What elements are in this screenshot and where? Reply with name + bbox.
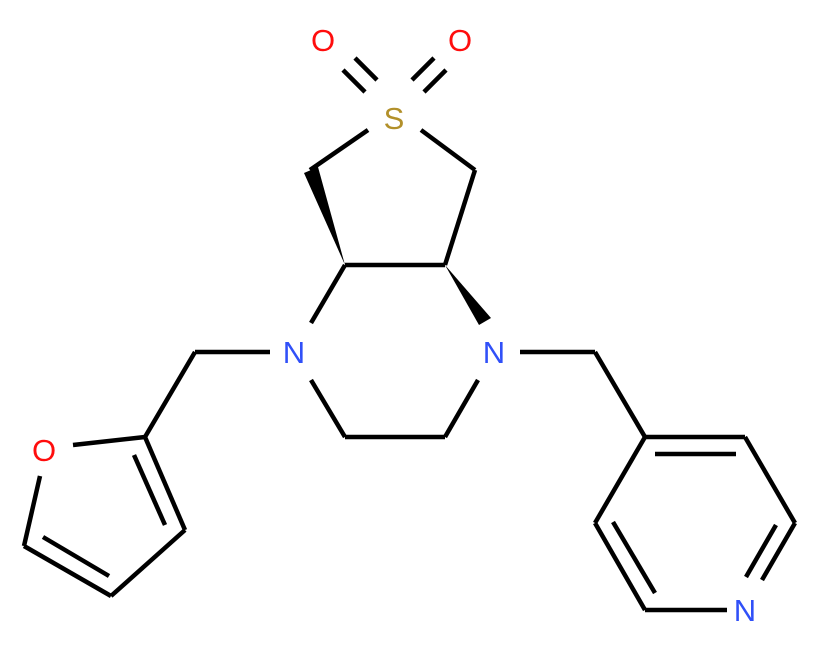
oxygen-atom-1: O [311,23,335,58]
bond-fur-c5-c4 [22,544,113,598]
bond-fur-o-c5 [21,475,43,547]
pyridine-nitrogen-atom: N [734,593,756,628]
bond-s-c-left [308,128,370,172]
bond-pyr-c2-n-inner [744,523,778,579]
nitrogen-atom-1: N [283,335,305,370]
bond-s-c-right [419,128,477,172]
bond-pyr-c2-n [760,521,797,582]
bond-c-n1 [309,263,347,325]
sulfur-atom: S [384,101,405,136]
bond-s-o2-b [422,68,448,94]
bond-fur-c3-c2 [142,436,188,531]
bond-s-o2-a [410,56,436,82]
bond-pyr-c3-c2 [743,435,797,525]
bond-ch2-furan [143,350,197,439]
bond-fur-c2-o [72,434,146,448]
bond-fur-c3-c2-inner [131,454,168,526]
oxygen-atom-2: O [448,23,472,58]
bond-s-o1-b [353,56,379,82]
bond-pyr-c6-c5-inner [611,520,657,595]
bond-c-ring [442,169,478,266]
bond-ch2-pyr [593,350,647,439]
bond-s-o1-a [341,68,367,94]
bond-fur-c5-c4-inner [41,535,111,578]
bond-c-n2 [443,378,480,439]
bond-pyr-c5-c4 [593,435,647,525]
bond-fur-c4-c3 [109,528,187,598]
furan-oxygen-atom: O [32,433,56,468]
bonds [21,56,797,613]
bond-pyr-c6-c5 [593,521,647,612]
wedge-bond-left [304,167,345,265]
bond-n1-c [309,378,347,439]
wedge-bond-right [445,265,491,325]
nitrogen-atom-2: N [483,335,505,370]
